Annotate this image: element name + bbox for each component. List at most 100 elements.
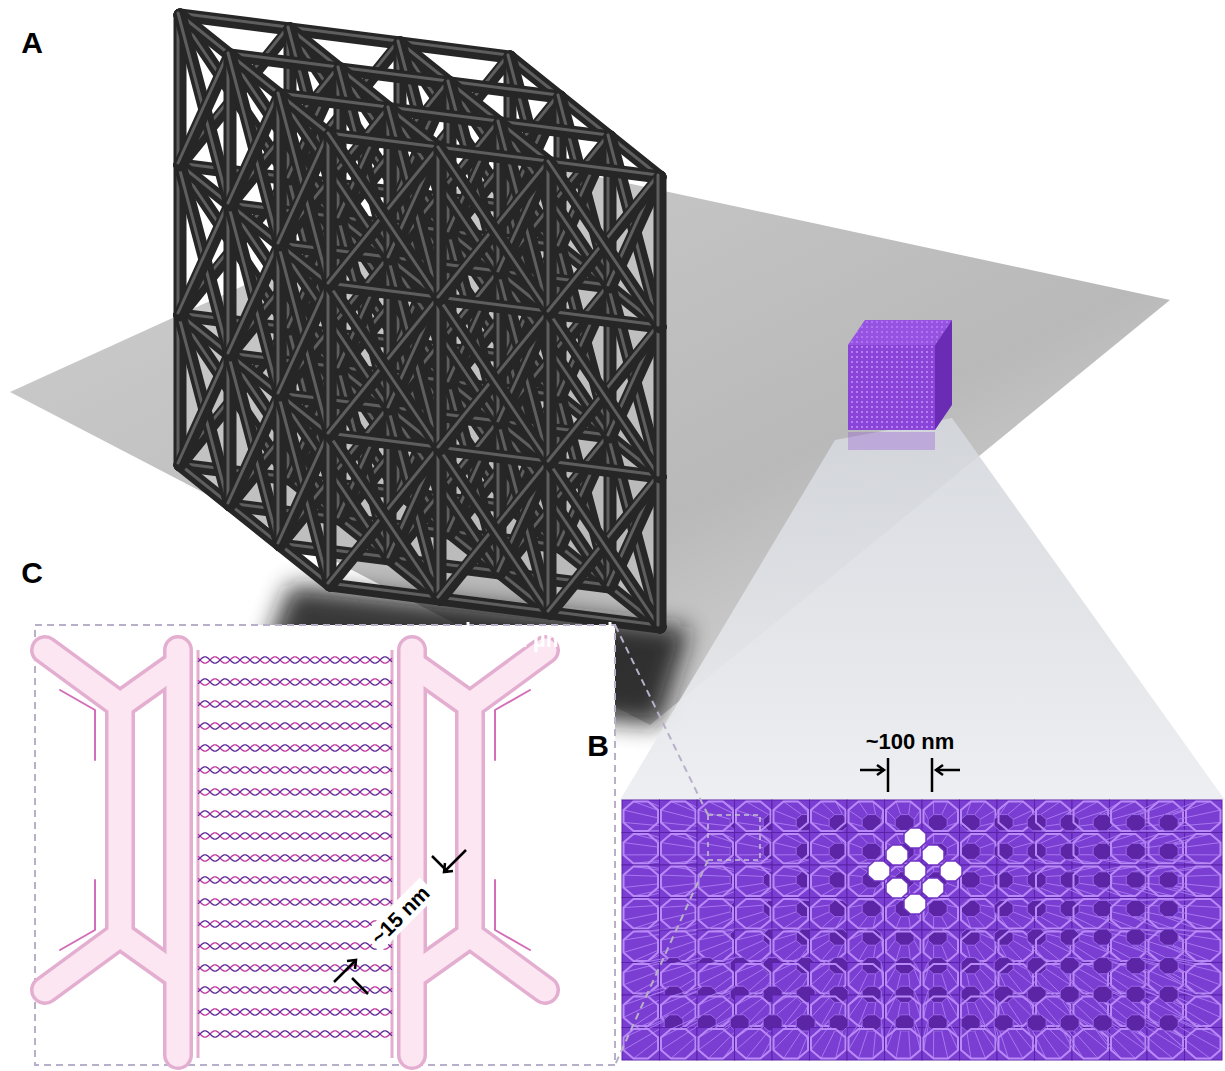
cell-inner [994,958,1013,974]
cell-octagon [961,867,996,897]
cell-rib [980,843,995,848]
strut-body [330,435,440,449]
cell-octagon [811,802,846,832]
cell-frame [847,800,885,833]
lattice-cell [810,865,849,898]
cell-rib [859,888,868,896]
cell-rib [811,912,829,920]
strut-highlight [437,147,440,297]
cell-rib [699,810,731,819]
zoom-wedge [620,418,1225,800]
cell-frame [922,800,960,833]
cell-inner [1126,815,1145,831]
cell-inner [1126,900,1145,916]
cell-frame [622,833,660,866]
cell-rib [849,941,863,953]
strut-highlight [548,461,658,475]
cell-rib [886,912,895,920]
cell-rib [942,917,948,929]
cell-octagon [661,802,696,832]
lattice-cell [922,898,960,931]
strut-body [330,585,440,599]
lattice-strut [438,447,550,613]
cell-inner [1093,900,1112,916]
cell-rib [736,810,763,819]
cell-octagon [961,802,996,832]
cell-octagon [624,964,659,994]
strut-highlight [278,283,328,393]
lattice-strut [328,433,440,599]
cube-side [935,320,952,430]
strut-body [440,149,550,163]
strut-highlight [328,583,438,597]
cell-rib [975,802,986,815]
cell-rib [933,802,934,815]
cell-inner [928,900,947,916]
strut-body [654,177,667,327]
cell-rib [661,843,697,848]
cell-frame [622,800,660,833]
cell-rib [661,883,697,887]
cell-rib [896,917,901,929]
strut-highlight [548,611,658,625]
lattice-strut [548,311,550,463]
cell-rib [736,843,763,848]
cell-octagon [661,834,696,864]
strut-highlight [328,283,438,297]
cell-rib [661,810,697,819]
lattice-cell [960,800,998,833]
cell-rib [661,875,697,876]
lattice-strut [328,433,330,585]
cell-octagon [1111,802,1146,832]
strut-highlight [437,447,440,597]
cell-octagon [811,867,846,897]
lattice-strut [228,393,280,505]
cell-rib [947,941,958,953]
lattice-cell [960,929,998,963]
cell-octagon [849,834,884,864]
strut-highlight [548,161,658,325]
lattice-cell [960,898,998,931]
cell-frame [960,865,998,898]
cell-octagon [699,834,734,864]
strut-body [440,449,550,463]
cell-rib [886,941,895,953]
cell-octagon [811,932,846,962]
cell-frame [960,898,998,931]
microlattice [178,13,660,627]
lattice-cell [772,898,815,931]
cube-reflection [848,432,935,450]
cell-rib [699,875,731,876]
cell-rib [661,854,697,855]
lattice-strut [178,203,230,315]
cell-rib [980,875,995,876]
lattice-strut [328,283,440,449]
strut-highlight [327,283,330,433]
strut-highlight [438,597,548,611]
cell-octagon [961,834,996,864]
strut-body [180,355,230,465]
cell-rib [859,802,868,815]
strut-highlight [548,311,658,325]
cell-inner [1159,872,1178,888]
cell-frame [960,833,998,866]
cell-rib [774,883,797,887]
cell-rib [709,917,736,929]
lattice-strut [328,283,330,435]
cell-rib [1008,834,1023,843]
lattice-strut [658,325,660,477]
cell-inner [1093,929,1112,945]
cell-rib [849,912,863,920]
lattice-strut [278,133,330,245]
strut-highlight [178,353,228,463]
cell-octagon [924,932,959,962]
cell-inner [994,843,1013,859]
cell-octagon [961,932,996,962]
cell-octagon [736,834,771,864]
cell-frame [1185,833,1223,866]
strut-highlight [547,311,550,461]
lattice-cell [847,833,885,866]
cell-rib [821,802,835,815]
lattice-cell [810,833,849,866]
